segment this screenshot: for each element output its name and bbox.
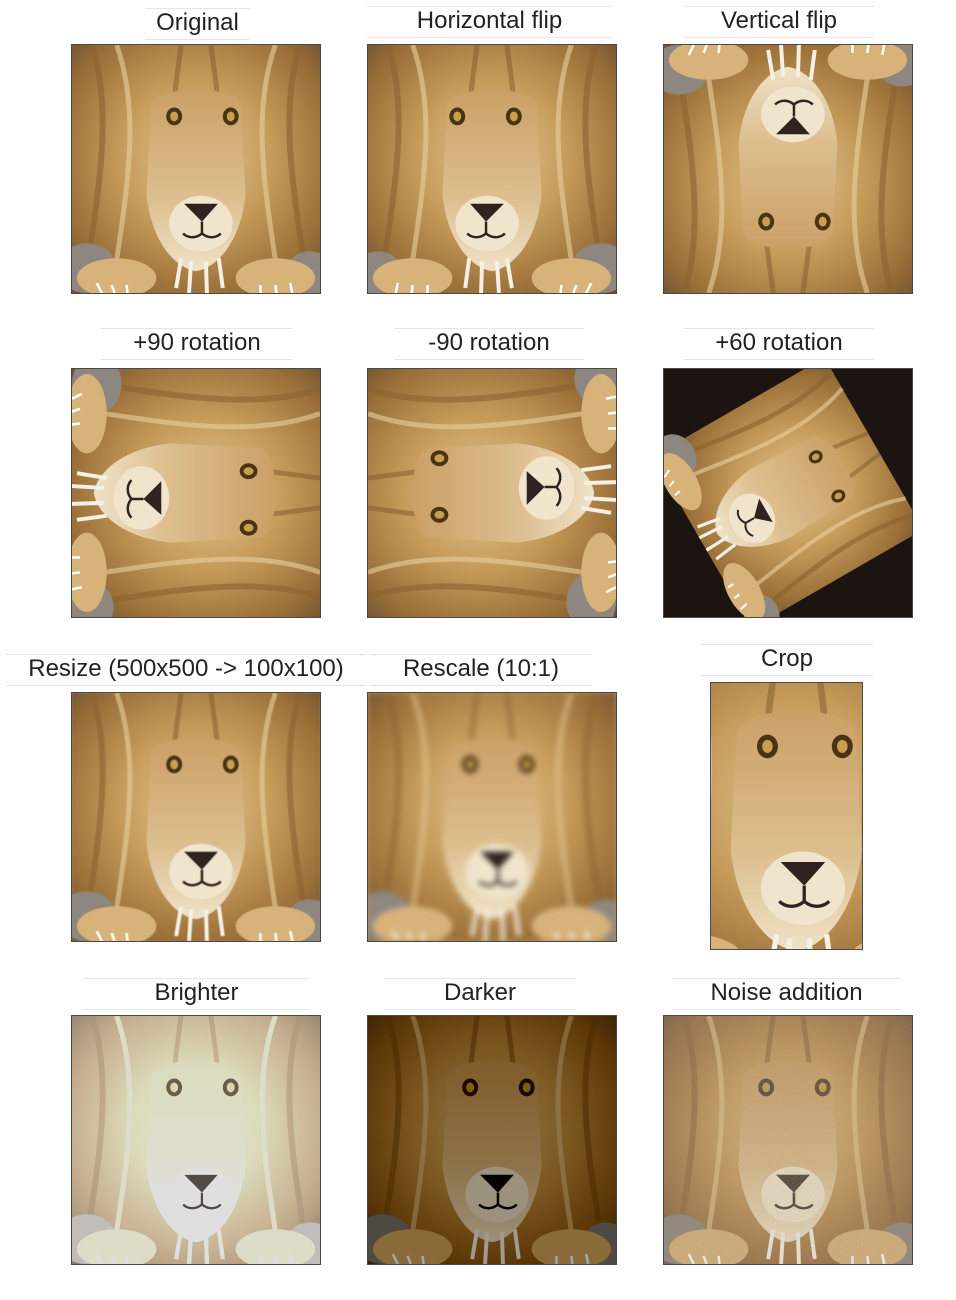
panel-label-brighter: Brighter	[84, 978, 309, 1010]
panel-label-original: Original	[145, 8, 250, 40]
lion-image-crop	[710, 682, 863, 950]
panel-label-vertical-flip: Vertical flip	[684, 6, 874, 38]
panel-label-resize: Resize (500x500 -> 100x100)	[6, 654, 366, 686]
lion-image-vertical-flip	[663, 44, 913, 294]
panel-label-darker: Darker	[385, 978, 575, 1010]
lion-image-resize	[71, 692, 321, 942]
lion-image-original	[71, 44, 321, 294]
panel-label-rescale: Rescale (10:1)	[370, 654, 592, 686]
panel-label-minus90-rotation: -90 rotation	[394, 328, 584, 360]
lion-image-plus60-rotation	[663, 368, 913, 618]
lion-image-darker	[367, 1015, 617, 1265]
lion-image-rescale	[367, 692, 617, 942]
panel-label-noise-addition: Noise addition	[673, 978, 900, 1010]
lion-image-plus90-rotation	[71, 368, 321, 618]
panel-label-horizontal-flip: Horizontal flip	[367, 6, 612, 38]
lion-image-brighter	[71, 1015, 321, 1265]
lion-image-horizontal-flip	[367, 44, 617, 294]
lion-image-noise-addition	[663, 1015, 913, 1265]
panel-label-crop: Crop	[701, 644, 873, 676]
panel-label-plus90-rotation: +90 rotation	[101, 328, 293, 360]
lion-image-minus90-rotation	[367, 368, 617, 618]
panel-label-plus60-rotation: +60 rotation	[684, 328, 874, 360]
